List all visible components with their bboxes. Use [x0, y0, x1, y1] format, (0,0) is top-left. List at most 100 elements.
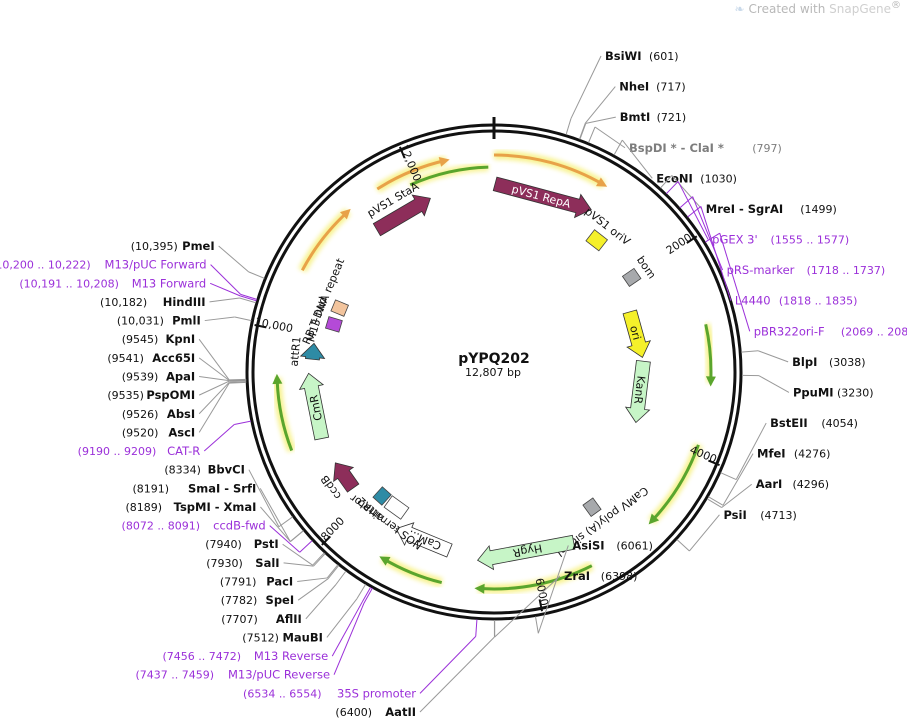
site-leader [671, 175, 703, 210]
site-name: BstEII [770, 416, 808, 430]
site-leader [297, 577, 328, 583]
site-position: (9541) [107, 352, 144, 365]
site-tick [534, 616, 539, 634]
feature-arrow [372, 194, 431, 237]
site-name: pBR322ori-F [754, 324, 825, 338]
site-mfei: MfeI(4276) [757, 447, 830, 461]
site-pmei: PmeI(10,395) [131, 239, 215, 253]
site-position: (7707) [221, 613, 258, 626]
feature-label: attR1 [288, 336, 304, 367]
outer-arrow-head [474, 583, 485, 594]
site-position: (9190 .. 9209) [78, 445, 157, 458]
site-tick [240, 295, 257, 302]
site-name: BspDI * - ClaI * [629, 141, 724, 155]
site-bbvci: BbvCI(8334) [164, 463, 245, 477]
site-leader [198, 357, 230, 381]
site-leader [203, 424, 235, 452]
site-annotations: BsiWI(601)NheI(717)BmtI(721)BspDI * - Cl… [0, 49, 907, 719]
backbone-ring [245, 117, 743, 621]
site-tick [706, 498, 722, 508]
site-pmli: PmlI(10,031) [117, 314, 201, 328]
site-tick [361, 586, 372, 603]
feature-box [383, 495, 410, 520]
site-leader [199, 375, 230, 382]
site-tick [356, 583, 367, 600]
site-leader [677, 181, 709, 240]
feature-label: CmR [307, 393, 325, 421]
feature-ori: ori [622, 309, 652, 358]
feature-box [372, 486, 392, 506]
site-leader [621, 139, 653, 179]
site-leader [735, 422, 767, 480]
site-leader [331, 601, 363, 657]
site-leader [689, 514, 720, 552]
site-tick [299, 540, 313, 553]
site-name: pGEX 3' [712, 233, 758, 247]
site-name: TspMI - XmaI [174, 500, 257, 514]
site-nhei: NheI(717) [619, 80, 685, 94]
site-tick [579, 123, 587, 140]
feature-box [621, 267, 642, 287]
site-position: (6398) [601, 570, 638, 583]
site-ccdb-fwd: ccdB-fwd(8072 .. 8091) [122, 519, 266, 533]
feature-box [324, 316, 343, 333]
feature-nos-terminator: NOS terminator [347, 491, 425, 552]
site-name: MfeI [757, 447, 786, 461]
feature-kanr: KanR [624, 359, 651, 424]
site-tick [289, 530, 304, 542]
site-position: (1499) [800, 203, 837, 216]
site-leader [419, 636, 495, 713]
outer-arrow-head [595, 177, 608, 187]
site-m13-reverse: M13 Reverse(7456 .. 7472) [162, 649, 328, 663]
site-name: M13 Forward [132, 276, 206, 290]
site-position: (10,191 .. 10,208) [19, 277, 119, 290]
site-m13-puc-forward: M13/pUC Forward(10,200 .. 10,222) [0, 258, 207, 272]
feature-label: KanR [631, 375, 647, 405]
site-position: (7782) [221, 594, 258, 607]
feature-arrow [298, 372, 330, 441]
site-position: (9520) [122, 426, 159, 439]
tick-label: 6000 [533, 577, 551, 607]
site-tick [229, 381, 247, 384]
feature-label: pVS1 RepA [510, 183, 572, 211]
site-position: (8189) [125, 501, 162, 514]
site-tick [565, 118, 572, 135]
site-position: (4054) [821, 417, 858, 430]
outer-arrow [650, 444, 700, 523]
site-name: M13/pUC Forward [105, 258, 207, 272]
site-position: (1718 .. 1737) [807, 264, 886, 277]
site-leader [719, 233, 751, 332]
site-tspmi-xmai: TspMI - XmaI (8189) [125, 500, 256, 514]
site-tick [687, 206, 702, 218]
site-name: HindIII [163, 295, 206, 309]
site-position: (10,182) [100, 296, 147, 309]
site-m13-puc-reverse: M13/pUC Reverse(7437 .. 7459) [136, 668, 331, 682]
site-bmti: BmtI(721) [620, 110, 686, 124]
outer-arrow [478, 564, 593, 591]
site-pspomi: PspOMI(9535) [107, 388, 195, 402]
site-absi: AbsI(9526) [122, 407, 195, 421]
site-position: (1030) [700, 172, 737, 185]
site-name: PsiI [723, 508, 746, 522]
site-acc65i: Acc65I(9541) [107, 351, 195, 365]
site-leader [218, 245, 249, 273]
site-bspdi-clai: BspDI * - ClaI * (797) [629, 141, 782, 155]
feature-arrow [476, 534, 576, 571]
site-asisi: AsiSI(6061) [572, 538, 653, 552]
site-leader [494, 575, 561, 638]
outer-arrow-head [648, 513, 660, 525]
site-zrai: ZraI(6398) [564, 569, 637, 583]
site-tick [313, 553, 326, 567]
site-tick [240, 293, 258, 300]
site-leader [260, 506, 291, 542]
site-tick [741, 350, 759, 353]
site-leader [757, 350, 789, 363]
tick-mark [538, 599, 543, 612]
site-position: (601) [649, 50, 679, 63]
site-leader [259, 488, 291, 542]
outer-arrow-head [339, 208, 351, 220]
site-leader [326, 598, 358, 638]
site-name: M13 Reverse [254, 649, 328, 663]
site-position: (797) [752, 142, 782, 155]
site-position: (1555 .. 1577) [771, 234, 850, 247]
